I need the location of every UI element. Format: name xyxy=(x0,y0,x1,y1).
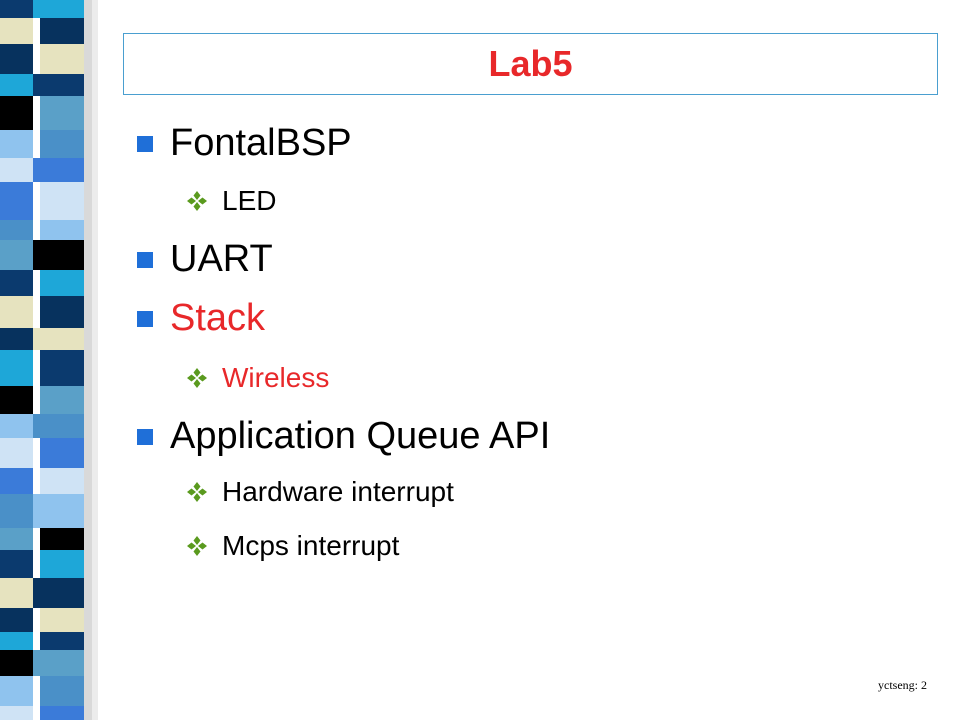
bullet-text: Hardware interrupt xyxy=(222,476,454,507)
bullet-text: Application Queue API xyxy=(170,415,551,457)
decorative-stripe xyxy=(0,0,110,720)
bullet-text: Mcps interrupt xyxy=(222,530,400,561)
bullet-item: Mcps interrupt xyxy=(186,530,399,562)
square-bullet-icon xyxy=(137,251,153,268)
bullet-item: LED xyxy=(186,185,276,217)
bullet-text: LED xyxy=(222,185,277,216)
bullet-text: FontalBSP xyxy=(170,122,352,164)
bullet-text: Wireless xyxy=(222,362,330,393)
four-diamond-bullet-icon xyxy=(186,190,208,212)
bullet-text: UART xyxy=(170,238,273,280)
four-diamond-bullet-icon xyxy=(186,481,208,503)
bullet-item: Wireless xyxy=(186,362,329,394)
bullet-item: UART xyxy=(137,238,273,281)
bullet-item: Application Queue API xyxy=(137,415,550,458)
square-bullet-icon xyxy=(137,310,153,327)
title-box: Lab5 xyxy=(123,33,938,95)
square-bullet-icon xyxy=(137,135,153,152)
four-diamond-bullet-icon xyxy=(186,535,208,557)
slide-title: Lab5 xyxy=(488,43,573,84)
slide-footer: yctseng: 2 xyxy=(878,678,927,692)
bullet-item: Hardware interrupt xyxy=(186,476,454,508)
bullet-item: FontalBSP xyxy=(137,122,352,165)
bullet-item: Stack xyxy=(137,297,265,340)
four-diamond-bullet-icon xyxy=(186,367,208,389)
square-bullet-icon xyxy=(137,428,153,445)
bullet-text: Stack xyxy=(170,297,266,339)
stripe-graphic xyxy=(0,0,110,720)
